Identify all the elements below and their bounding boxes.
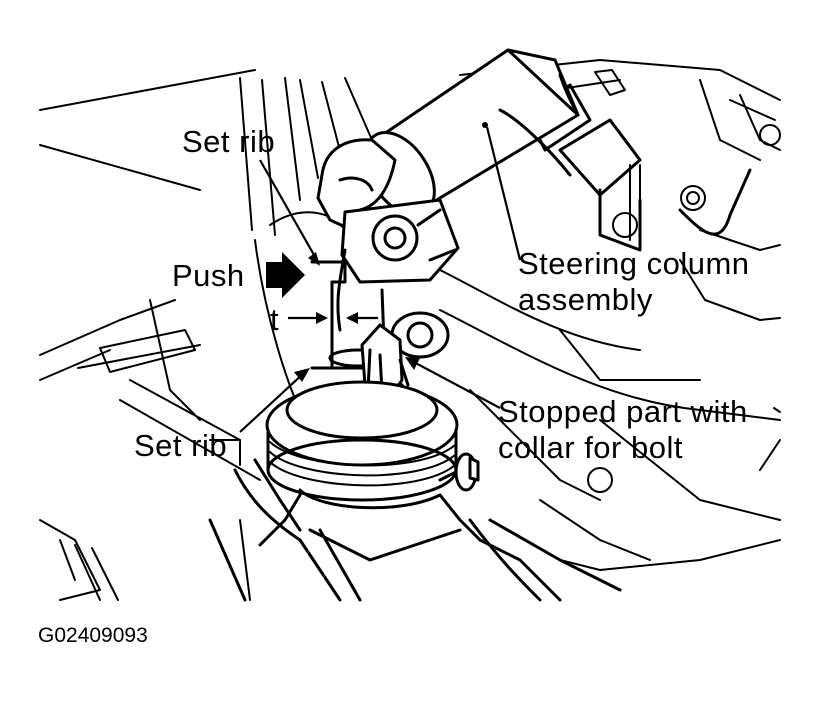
dimension-t-label: t [270,302,279,337]
leader-lines [239,126,781,433]
set-rib-top-label: Set rib [182,124,275,159]
lower-housing [208,458,781,602]
background-linework [39,69,373,601]
bracket-mechanism [439,59,781,561]
set-rib-bottom-label: Set rib [134,428,227,463]
universal-joint [310,138,460,370]
push-label: Push [172,258,245,293]
push-arrow-icon [266,252,305,298]
figure-id: G02409093 [38,624,148,647]
steering-column-assembly [364,48,580,217]
steering-column-label-line2: assembly [518,282,653,317]
shaft-seal-boot [258,380,482,547]
stopped-part-label-line2: collar for bolt [498,430,683,465]
stopped-part-label-line1: Stopped part with [498,394,748,429]
dimension-t-marker [288,312,378,324]
steering-column-label-line1: Steering column [518,246,750,281]
